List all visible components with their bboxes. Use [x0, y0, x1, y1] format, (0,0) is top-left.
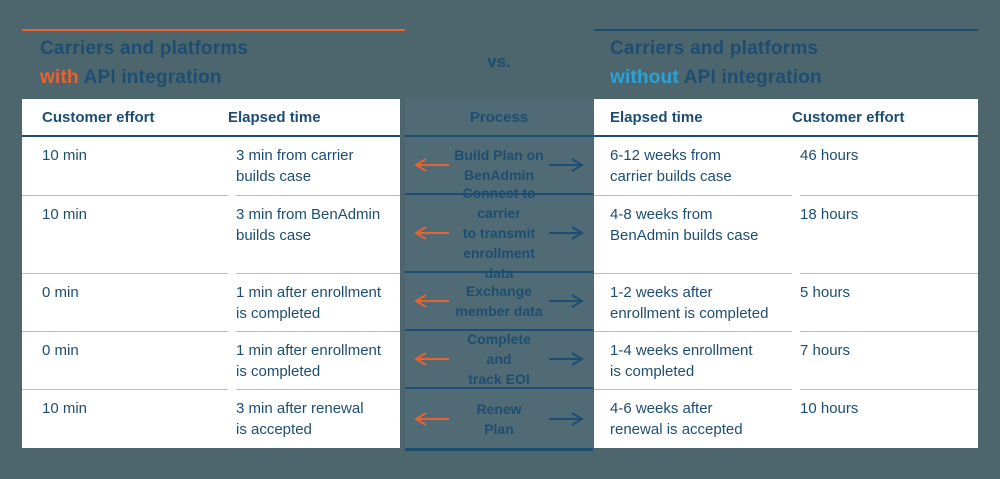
customer-effort-value: 10 min: [42, 147, 88, 164]
arrow-left-icon: [414, 352, 449, 366]
right-title-line1: Carriers and platforms: [610, 38, 819, 59]
arrow-left-icon: [414, 158, 449, 172]
process-step-row: Renew Plan: [405, 389, 593, 448]
table-row: 0 min 1 min after enrollment is complete…: [22, 331, 400, 389]
left-header-elapsed-time: Elapsed time: [228, 108, 321, 126]
table-row: 10 min 3 min from carrier builds case: [22, 137, 400, 195]
process-step-label: Complete and track EOI: [467, 331, 531, 387]
right-table: Elapsed time Customer effort 6-12 weeks …: [594, 99, 978, 448]
arrow-right-icon: [549, 226, 584, 240]
right-title-accent-word: without: [610, 67, 679, 88]
customer-effort-value: 46 hours: [800, 147, 859, 164]
process-step-row: Complete and track EOI: [405, 331, 593, 389]
left-title-rest: API integration: [83, 67, 222, 88]
elapsed-time-value: 3 min from carrier builds case: [236, 147, 354, 185]
customer-effort-value: 7 hours: [800, 331, 978, 389]
customer-effort-value: 10 hours: [800, 389, 978, 448]
arrow-right-icon: [549, 352, 584, 366]
left-header-customer-effort: Customer effort: [42, 108, 155, 126]
left-table: Customer effort Elapsed time 10 min 3 mi…: [22, 99, 400, 448]
elapsed-time-value: 3 min after renewal is accepted: [236, 389, 400, 448]
left-table-header: Customer effort Elapsed time: [22, 99, 400, 137]
table-row: 0 min 1 min after enrollment is complete…: [22, 273, 400, 331]
arrow-left-icon: [414, 411, 449, 426]
right-header-elapsed-time: Elapsed time: [610, 108, 703, 126]
customer-effort-value: 5 hours: [800, 273, 978, 331]
right-title: Carriers and platforms without API integ…: [610, 34, 822, 92]
right-title-rest: API integration: [683, 67, 822, 88]
right-header-customer-effort: Customer effort: [792, 108, 905, 126]
customer-effort-value: 0 min: [22, 331, 228, 389]
arrow-right-icon: [549, 158, 584, 172]
customer-effort-value: 0 min: [22, 273, 228, 331]
customer-effort-value: 10 min: [22, 195, 228, 273]
elapsed-time-value: 1-4 weeks enrollment is completed: [594, 331, 792, 389]
arrow-left-icon: [414, 226, 449, 240]
table-row: 4-8 weeks from BenAdmin builds case 18 h…: [594, 195, 978, 273]
customer-effort-value: 18 hours: [800, 195, 978, 273]
elapsed-time-value: 6-12 weeks from carrier builds case: [610, 147, 732, 185]
process-step-label: Build Plan on BenAdmin: [454, 147, 544, 183]
process-header: Process: [405, 99, 593, 137]
table-row: 6-12 weeks from carrier builds case 46 h…: [594, 137, 978, 195]
left-title-line1: Carriers and platforms: [40, 38, 249, 59]
right-accent-line: [594, 29, 978, 31]
left-accent-line: [22, 29, 405, 31]
arrow-right-icon: [549, 411, 584, 426]
elapsed-time-value: 3 min from BenAdmin builds case: [236, 195, 400, 273]
elapsed-time-value: 4-8 weeks from BenAdmin builds case: [594, 195, 792, 273]
elapsed-time-value: 4-6 weeks after renewal is accepted: [594, 389, 792, 448]
process-step-label: Renew Plan: [476, 400, 522, 437]
left-title-accent-word: with: [40, 67, 79, 88]
process-step-row: Build Plan on BenAdmin: [405, 137, 593, 195]
arrow-left-icon: [414, 294, 449, 308]
process-step-label: Exchange member data: [455, 283, 543, 319]
process-step-row: Exchange member data: [405, 273, 593, 331]
table-row: 10 min 3 min after renewal is accepted: [22, 389, 400, 448]
elapsed-time-value: 1-2 weeks after enrollment is completed: [594, 273, 792, 331]
elapsed-time-value: 1 min after enrollment is completed: [236, 273, 400, 331]
table-row: 10 min 3 min from BenAdmin builds case: [22, 195, 400, 273]
elapsed-time-value: 1 min after enrollment is completed: [236, 331, 400, 389]
right-title-line2: without API integration: [610, 63, 822, 92]
arrow-right-icon: [549, 294, 584, 308]
process-step-row: Connect to carrier to transmit enrollmen…: [405, 185, 593, 281]
customer-effort-value: 10 min: [22, 389, 228, 448]
table-row: 1-2 weeks after enrollment is completed …: [594, 273, 978, 331]
table-row: 4-6 weeks after renewal is accepted 10 h…: [594, 389, 978, 448]
vs-label: vs.: [487, 52, 511, 71]
left-title-line2: with API integration: [40, 63, 248, 92]
process-step-label: Connect to carrier to transmit enrollmen…: [462, 185, 536, 281]
left-title: Carriers and platforms with API integrat…: [40, 34, 248, 92]
right-table-header: Elapsed time Customer effort: [594, 99, 978, 137]
process-column: Process Build Plan on BenAdmin Connect t…: [405, 99, 593, 451]
table-row: 1-4 weeks enrollment is completed 7 hour…: [594, 331, 978, 389]
